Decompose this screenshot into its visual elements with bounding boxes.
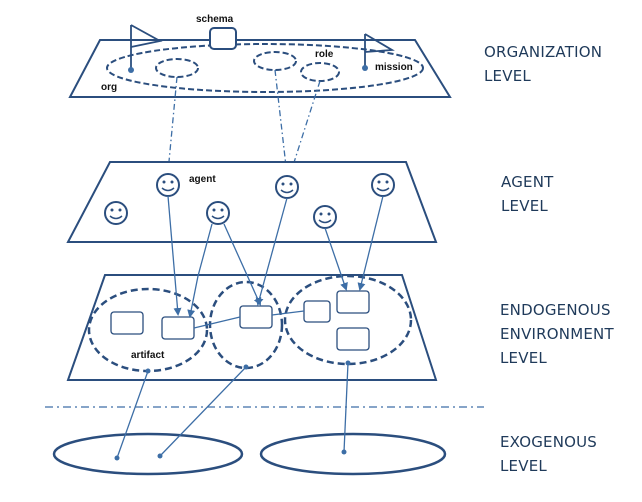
artifact-box <box>303 300 331 323</box>
smiley-face-icon <box>275 175 299 199</box>
org-ellipse <box>106 43 424 93</box>
smiley-face-icon <box>371 173 395 197</box>
org-label: org <box>101 82 117 93</box>
environment-plane: artifact <box>66 274 438 381</box>
smiley-face-icon <box>206 201 230 225</box>
exogenous-ellipse-2 <box>259 432 447 476</box>
role-agent-links <box>167 69 321 176</box>
smiley-face-icon <box>313 205 337 229</box>
workspace-ellipse-3 <box>283 274 413 366</box>
mission-label: mission <box>375 62 413 73</box>
schema-icon <box>209 27 237 50</box>
role-ellipse-1 <box>155 58 199 78</box>
artifact-box <box>110 311 144 335</box>
environment-level-label: ENDOGENOUS ENVIRONMENT LEVEL <box>500 301 614 367</box>
artifact-label: artifact <box>131 350 165 361</box>
role-ellipse-2 <box>253 51 297 71</box>
agent-label: agent <box>189 174 216 185</box>
artifact-box <box>161 316 195 340</box>
artifact-box <box>336 290 370 314</box>
organization-level-label: ORGANIZATION LEVEL <box>484 43 603 85</box>
workspace-ellipse-2 <box>208 280 284 370</box>
environment-exogenous-links <box>116 360 351 459</box>
agent-level-label: AGENT LEVEL <box>501 173 554 215</box>
exogenous-ellipse-1 <box>52 432 244 476</box>
flag-icon <box>128 24 163 73</box>
smiley-face-icon <box>104 201 128 225</box>
flag-icon <box>362 33 395 71</box>
exogenous-level-label: EXOGENOUS LEVEL <box>500 433 598 475</box>
organization-plane: schema role mission org <box>68 14 452 98</box>
smiley-face-icon <box>156 173 180 197</box>
artifact-box <box>239 305 273 329</box>
exogenous-plane <box>52 432 447 476</box>
agents <box>104 173 395 229</box>
agent-artifact-arrows <box>167 195 384 318</box>
role-label: role <box>315 49 334 60</box>
schema-label: schema <box>196 14 234 25</box>
artifact-box <box>336 327 370 351</box>
